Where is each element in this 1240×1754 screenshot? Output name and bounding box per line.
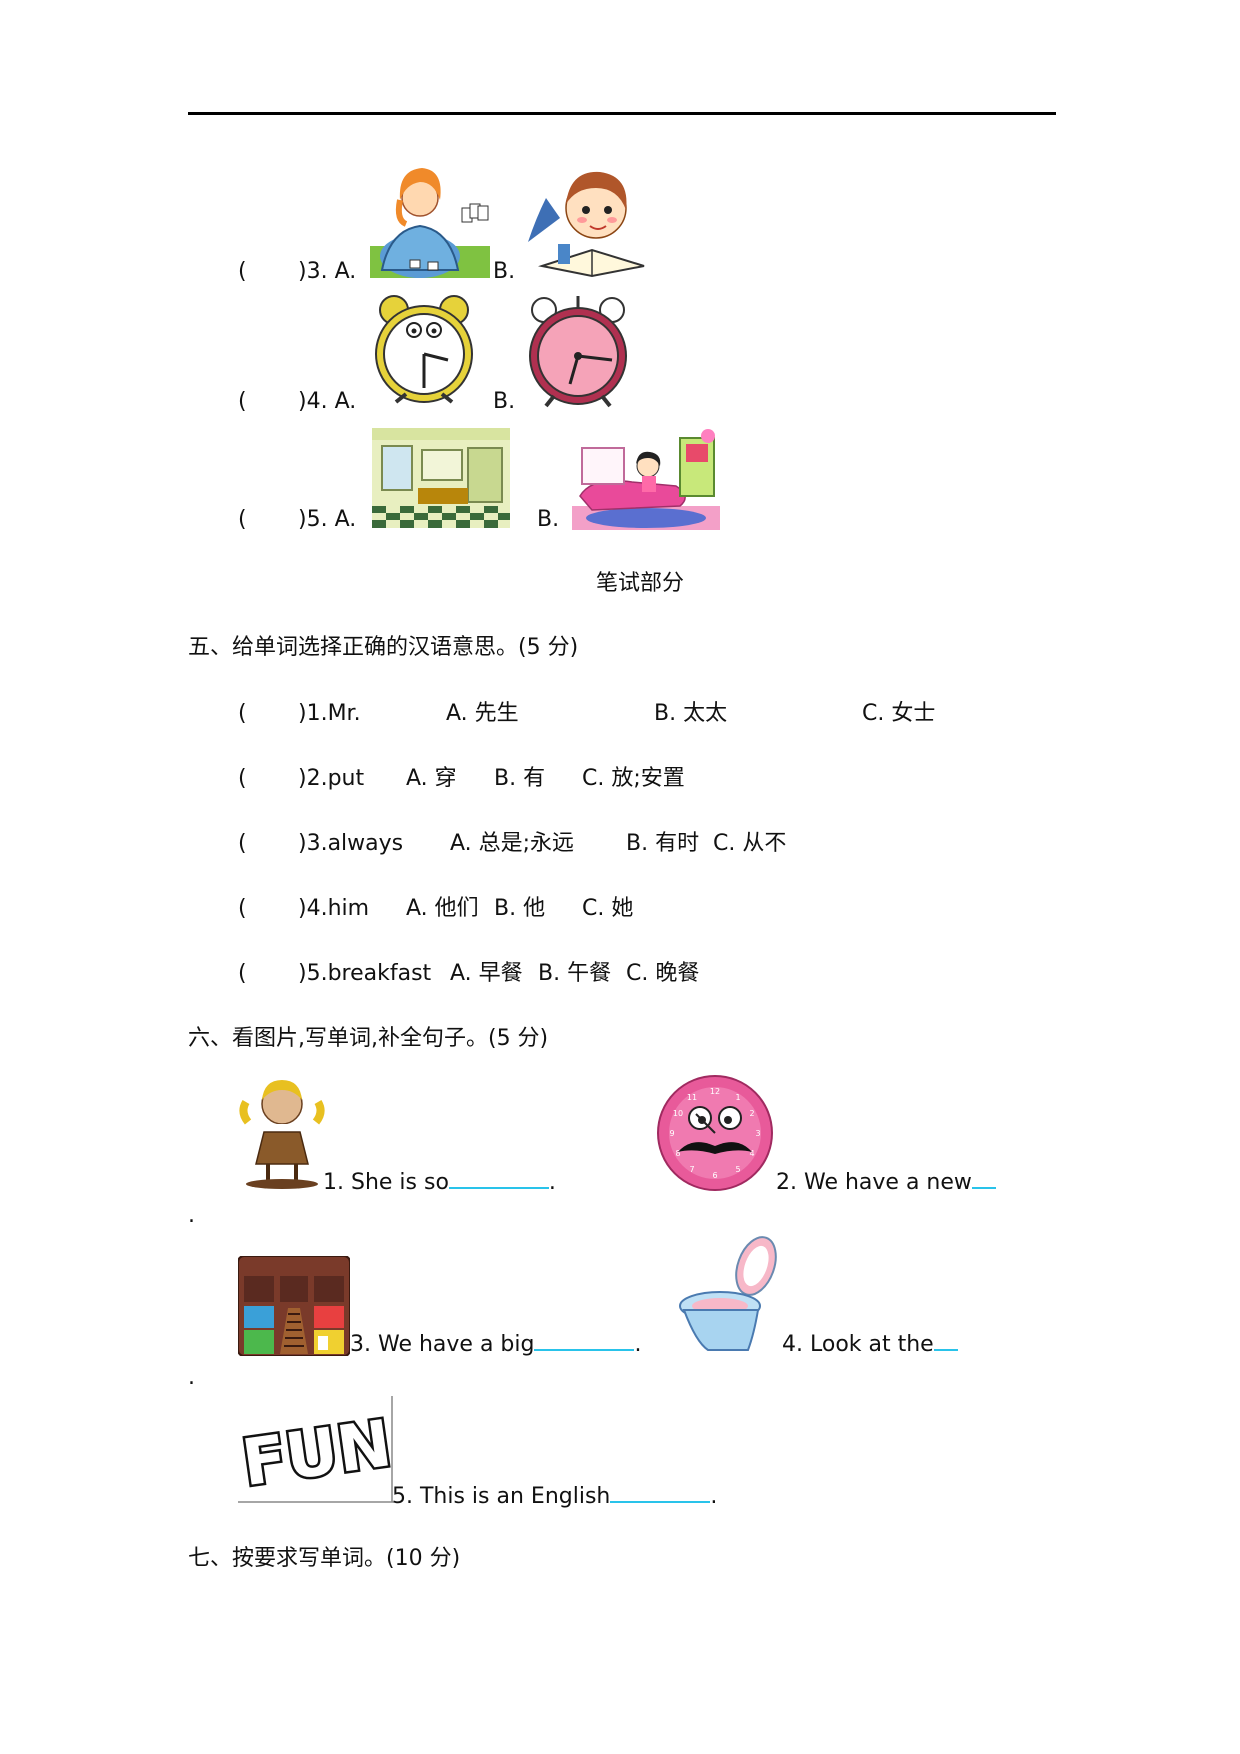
svg-text:11: 11 <box>687 1093 697 1102</box>
fill-sentence-1: 1. She is so. <box>323 1165 556 1197</box>
svg-text:4: 4 <box>749 1149 754 1158</box>
svg-text:7: 7 <box>689 1165 694 1174</box>
svg-text:1: 1 <box>735 1093 740 1102</box>
svg-text:3: 3 <box>755 1129 760 1138</box>
question-word: )1.Mr. <box>298 701 361 726</box>
dirty-girl-illustration <box>239 1080 325 1189</box>
girl-reading-book-illustration <box>528 171 645 278</box>
option-a: A. 总是;永远 <box>450 831 575 856</box>
option-b: B. 有时 <box>626 831 700 856</box>
question-label: )4. A. <box>298 389 357 414</box>
fun-word-art-illustration: FUN <box>238 1396 394 1504</box>
answer-paren: ( <box>238 896 247 921</box>
option-b: B. 他 <box>494 896 546 921</box>
answer-blank-3[interactable] <box>534 1327 635 1351</box>
header-rule <box>188 112 1056 115</box>
fill-sentence-2-end: . <box>188 1203 195 1228</box>
pink-wall-clock-illustration: 12 12 3 4 5 6 78 9 10 11 <box>657 1075 773 1191</box>
fill-sentence-2: 2. We have a new <box>776 1165 996 1197</box>
kitchen-room-illustration <box>372 428 510 528</box>
answer-paren: ( <box>238 961 247 986</box>
option-b: B. 太太 <box>654 701 728 726</box>
answer-paren: ( <box>238 701 247 726</box>
fill-sentence-4: 4. Look at the <box>782 1327 958 1359</box>
answer-blank-1[interactable] <box>448 1165 549 1189</box>
question-label: )3. A. <box>298 259 357 284</box>
question-word: )2.put <box>298 766 365 791</box>
question-word: )3.always <box>298 831 404 856</box>
option-c: C. 放;安置 <box>582 766 685 791</box>
option-c: C. 女士 <box>862 701 936 726</box>
fill-sentence-4-end: . <box>188 1365 195 1390</box>
fill-sentence-5: 5. This is an English. <box>392 1479 717 1511</box>
written-part-title: 笔试部分 <box>596 571 685 596</box>
answer-paren: ( <box>238 389 247 414</box>
option-c: C. 从不 <box>713 831 787 856</box>
toilet-illustration <box>679 1236 777 1351</box>
fun-letters: FUN <box>238 1407 394 1501</box>
section-5-title: 五、给单词选择正确的汉语意思。(5 分) <box>188 635 579 660</box>
svg-text:2: 2 <box>749 1109 754 1118</box>
svg-text:10: 10 <box>673 1109 683 1118</box>
question-label: )5. A. <box>298 507 357 532</box>
option-a: A. 他们 <box>406 896 479 921</box>
white-alarm-clock-illustration <box>375 295 473 404</box>
svg-text:12: 12 <box>710 1087 720 1096</box>
svg-text:8: 8 <box>675 1149 680 1158</box>
woman-playing-cards-illustration <box>370 168 490 278</box>
section-7-title: 七、按要求写单词。(10 分) <box>188 1546 461 1571</box>
option-a: A. 先生 <box>446 701 519 726</box>
question-word: )5.breakfast <box>298 961 432 986</box>
svg-text:6: 6 <box>712 1171 717 1180</box>
bedroom-girl-illustration <box>572 426 720 530</box>
option-b-label: B. <box>493 389 516 414</box>
answer-paren: ( <box>238 831 247 856</box>
answer-blank-4[interactable] <box>933 1327 958 1351</box>
fill-sentence-3: 3. We have a big. <box>350 1327 641 1359</box>
option-b-label: B. <box>537 507 560 532</box>
house-cutaway-illustration <box>238 1256 350 1356</box>
answer-blank-2[interactable] <box>971 1165 996 1189</box>
pink-alarm-clock-illustration <box>529 296 627 408</box>
answer-blank-5[interactable] <box>610 1479 711 1503</box>
svg-text:5: 5 <box>735 1165 740 1174</box>
answer-paren: ( <box>238 766 247 791</box>
question-word: )4.him <box>298 896 370 921</box>
option-a: A. 早餐 <box>450 961 523 986</box>
option-b: B. 午餐 <box>538 961 612 986</box>
option-b-label: B. <box>493 259 516 284</box>
option-b: B. 有 <box>494 766 546 791</box>
svg-text:9: 9 <box>669 1129 674 1138</box>
answer-paren: ( <box>238 259 247 284</box>
option-a: A. 穿 <box>406 766 457 791</box>
answer-paren: ( <box>238 507 247 532</box>
section-6-title: 六、看图片,写单词,补全句子。(5 分) <box>188 1026 549 1051</box>
option-c: C. 晚餐 <box>626 961 700 986</box>
option-c: C. 她 <box>582 896 634 921</box>
